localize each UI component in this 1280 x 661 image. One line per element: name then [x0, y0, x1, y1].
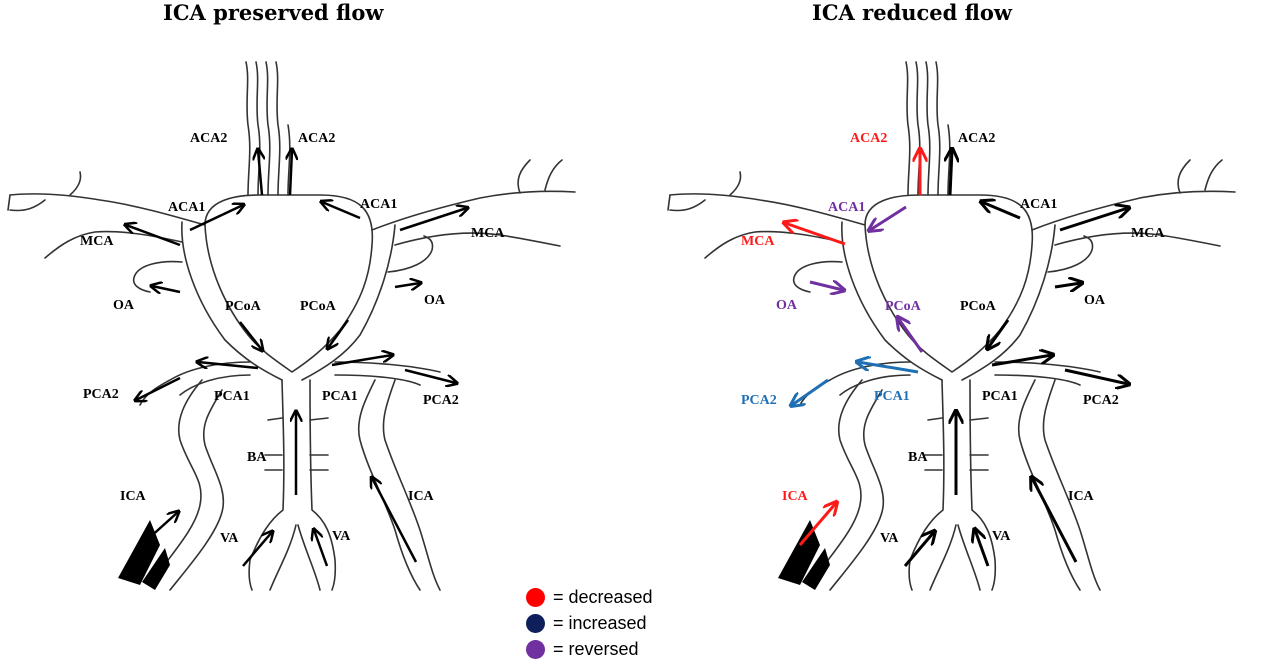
label-aca1-right: ACA1	[360, 197, 397, 212]
label-pcoa-right: PCoA	[960, 299, 997, 314]
label-aca2-right: ACA2	[298, 131, 335, 146]
label-pca1-right: PCA1	[322, 389, 358, 404]
label-aca1-left: ACA1	[828, 200, 865, 215]
arrow-mca-left	[126, 225, 181, 247]
arrow-pca2-left	[136, 376, 181, 400]
arrow-pca1-right	[331, 355, 392, 367]
arrow-ica-right	[1032, 478, 1078, 563]
arrow-va-left	[903, 532, 934, 567]
arrow-pca1-left-blue	[858, 362, 919, 374]
arrow-pca1-left	[198, 362, 259, 370]
label-mca-left: MCA	[80, 234, 114, 249]
label-pcoa-left: PCoA	[225, 299, 262, 314]
arrow-pcoa-right	[328, 319, 350, 348]
arrow-oa-left-reversed	[809, 282, 843, 290]
label-oa-right: OA	[1084, 293, 1106, 308]
arrow-oa-right	[1054, 283, 1081, 287]
arrow-pcoa-right	[988, 319, 1010, 348]
label-pca1-right: PCA1	[982, 389, 1018, 404]
label-aca2-left: ACA2	[190, 131, 227, 146]
label-aca1-right: ACA1	[1020, 197, 1057, 212]
arrow-mca-right	[399, 208, 467, 232]
label-va-left: VA	[220, 531, 239, 546]
right-panel: ACA2 ACA2 ACA1 ACA1 MCA MCA OA OA PCoA P…	[667, 61, 1236, 591]
label-va-right: VA	[992, 529, 1011, 544]
label-ba: BA	[247, 450, 267, 465]
label-oa-left: OA	[113, 298, 135, 313]
label-va-left: VA	[880, 531, 899, 546]
legend-label: = increased	[553, 613, 647, 633]
legend-label: = decreased	[553, 587, 653, 607]
title-left: ICA preserved flow	[163, 0, 384, 25]
arrow-aca2-right	[950, 150, 952, 196]
label-ica-right: ICA	[1068, 489, 1095, 504]
label-pca2-left: PCA2	[83, 387, 119, 402]
arrow-pca2-left-blue	[792, 378, 829, 405]
legend-item-increased: = increased	[526, 613, 647, 634]
arrow-pca2-right	[404, 368, 456, 383]
label-mca-left: MCA	[741, 234, 775, 249]
title-right: ICA reduced flow	[812, 0, 1013, 25]
red-dot-icon	[526, 588, 545, 607]
label-pca1-left: PCA1	[874, 389, 910, 404]
arrow-aca2-right	[290, 150, 292, 196]
label-aca2-left: ACA2	[850, 131, 887, 146]
label-oa-right: OA	[424, 293, 446, 308]
arrow-aca1-right	[982, 202, 1021, 220]
label-oa-left: OA	[776, 298, 798, 313]
label-pca1-left: PCA1	[214, 389, 250, 404]
legend-item-decreased: = decreased	[526, 587, 653, 608]
arrow-ica-left-decreased	[798, 503, 836, 546]
arrow-va-left	[242, 532, 272, 567]
arrow-pca1-right	[991, 355, 1052, 367]
label-pca2-left: PCA2	[741, 393, 777, 408]
arrow-pca2-right	[1064, 368, 1128, 384]
purple-dot-icon	[526, 640, 545, 659]
arrow-mca-left-decreased	[785, 223, 846, 246]
label-mca-right: MCA	[471, 226, 505, 241]
label-ba: BA	[908, 450, 928, 465]
arrow-pcoa-left	[239, 321, 262, 350]
label-ica-right: ICA	[408, 489, 435, 504]
arrow-va-right	[975, 530, 990, 567]
right-vessel-tree	[667, 61, 1236, 591]
arrow-aca2-left	[258, 150, 262, 196]
legend-label: = reversed	[553, 639, 639, 659]
label-ica-left: ICA	[120, 489, 147, 504]
label-ica-left: ICA	[782, 489, 809, 504]
label-aca2-right: ACA2	[958, 131, 995, 146]
label-va-right: VA	[332, 529, 351, 544]
arrow-ica-right	[372, 478, 418, 563]
legend-item-reversed: = reversed	[526, 639, 639, 660]
label-aca1-left: ACA1	[168, 200, 205, 215]
left-vessel-tree	[7, 61, 576, 591]
arrow-oa-right	[394, 283, 420, 287]
arrow-aca1-right	[322, 202, 361, 220]
arrow-oa-left	[152, 286, 181, 292]
arrow-mca-right	[1059, 208, 1128, 232]
navy-dot-icon	[526, 614, 545, 633]
arrow-va-right	[314, 530, 329, 567]
arrow-pcoa-left-reversed	[898, 318, 924, 353]
label-pcoa-left: PCoA	[885, 299, 922, 314]
label-pca2-right: PCA2	[423, 393, 459, 408]
label-mca-right: MCA	[1131, 226, 1165, 241]
arrow-aca1-left	[189, 205, 243, 232]
label-pca2-right: PCA2	[1083, 393, 1119, 408]
label-pcoa-right: PCoA	[300, 299, 337, 314]
left-panel: ACA2 ACA2 ACA1 ACA1 MCA MCA OA OA PCoA P…	[7, 61, 576, 591]
arrow-ica-left	[137, 512, 178, 549]
arrow-aca1-left-reversed	[870, 205, 907, 230]
